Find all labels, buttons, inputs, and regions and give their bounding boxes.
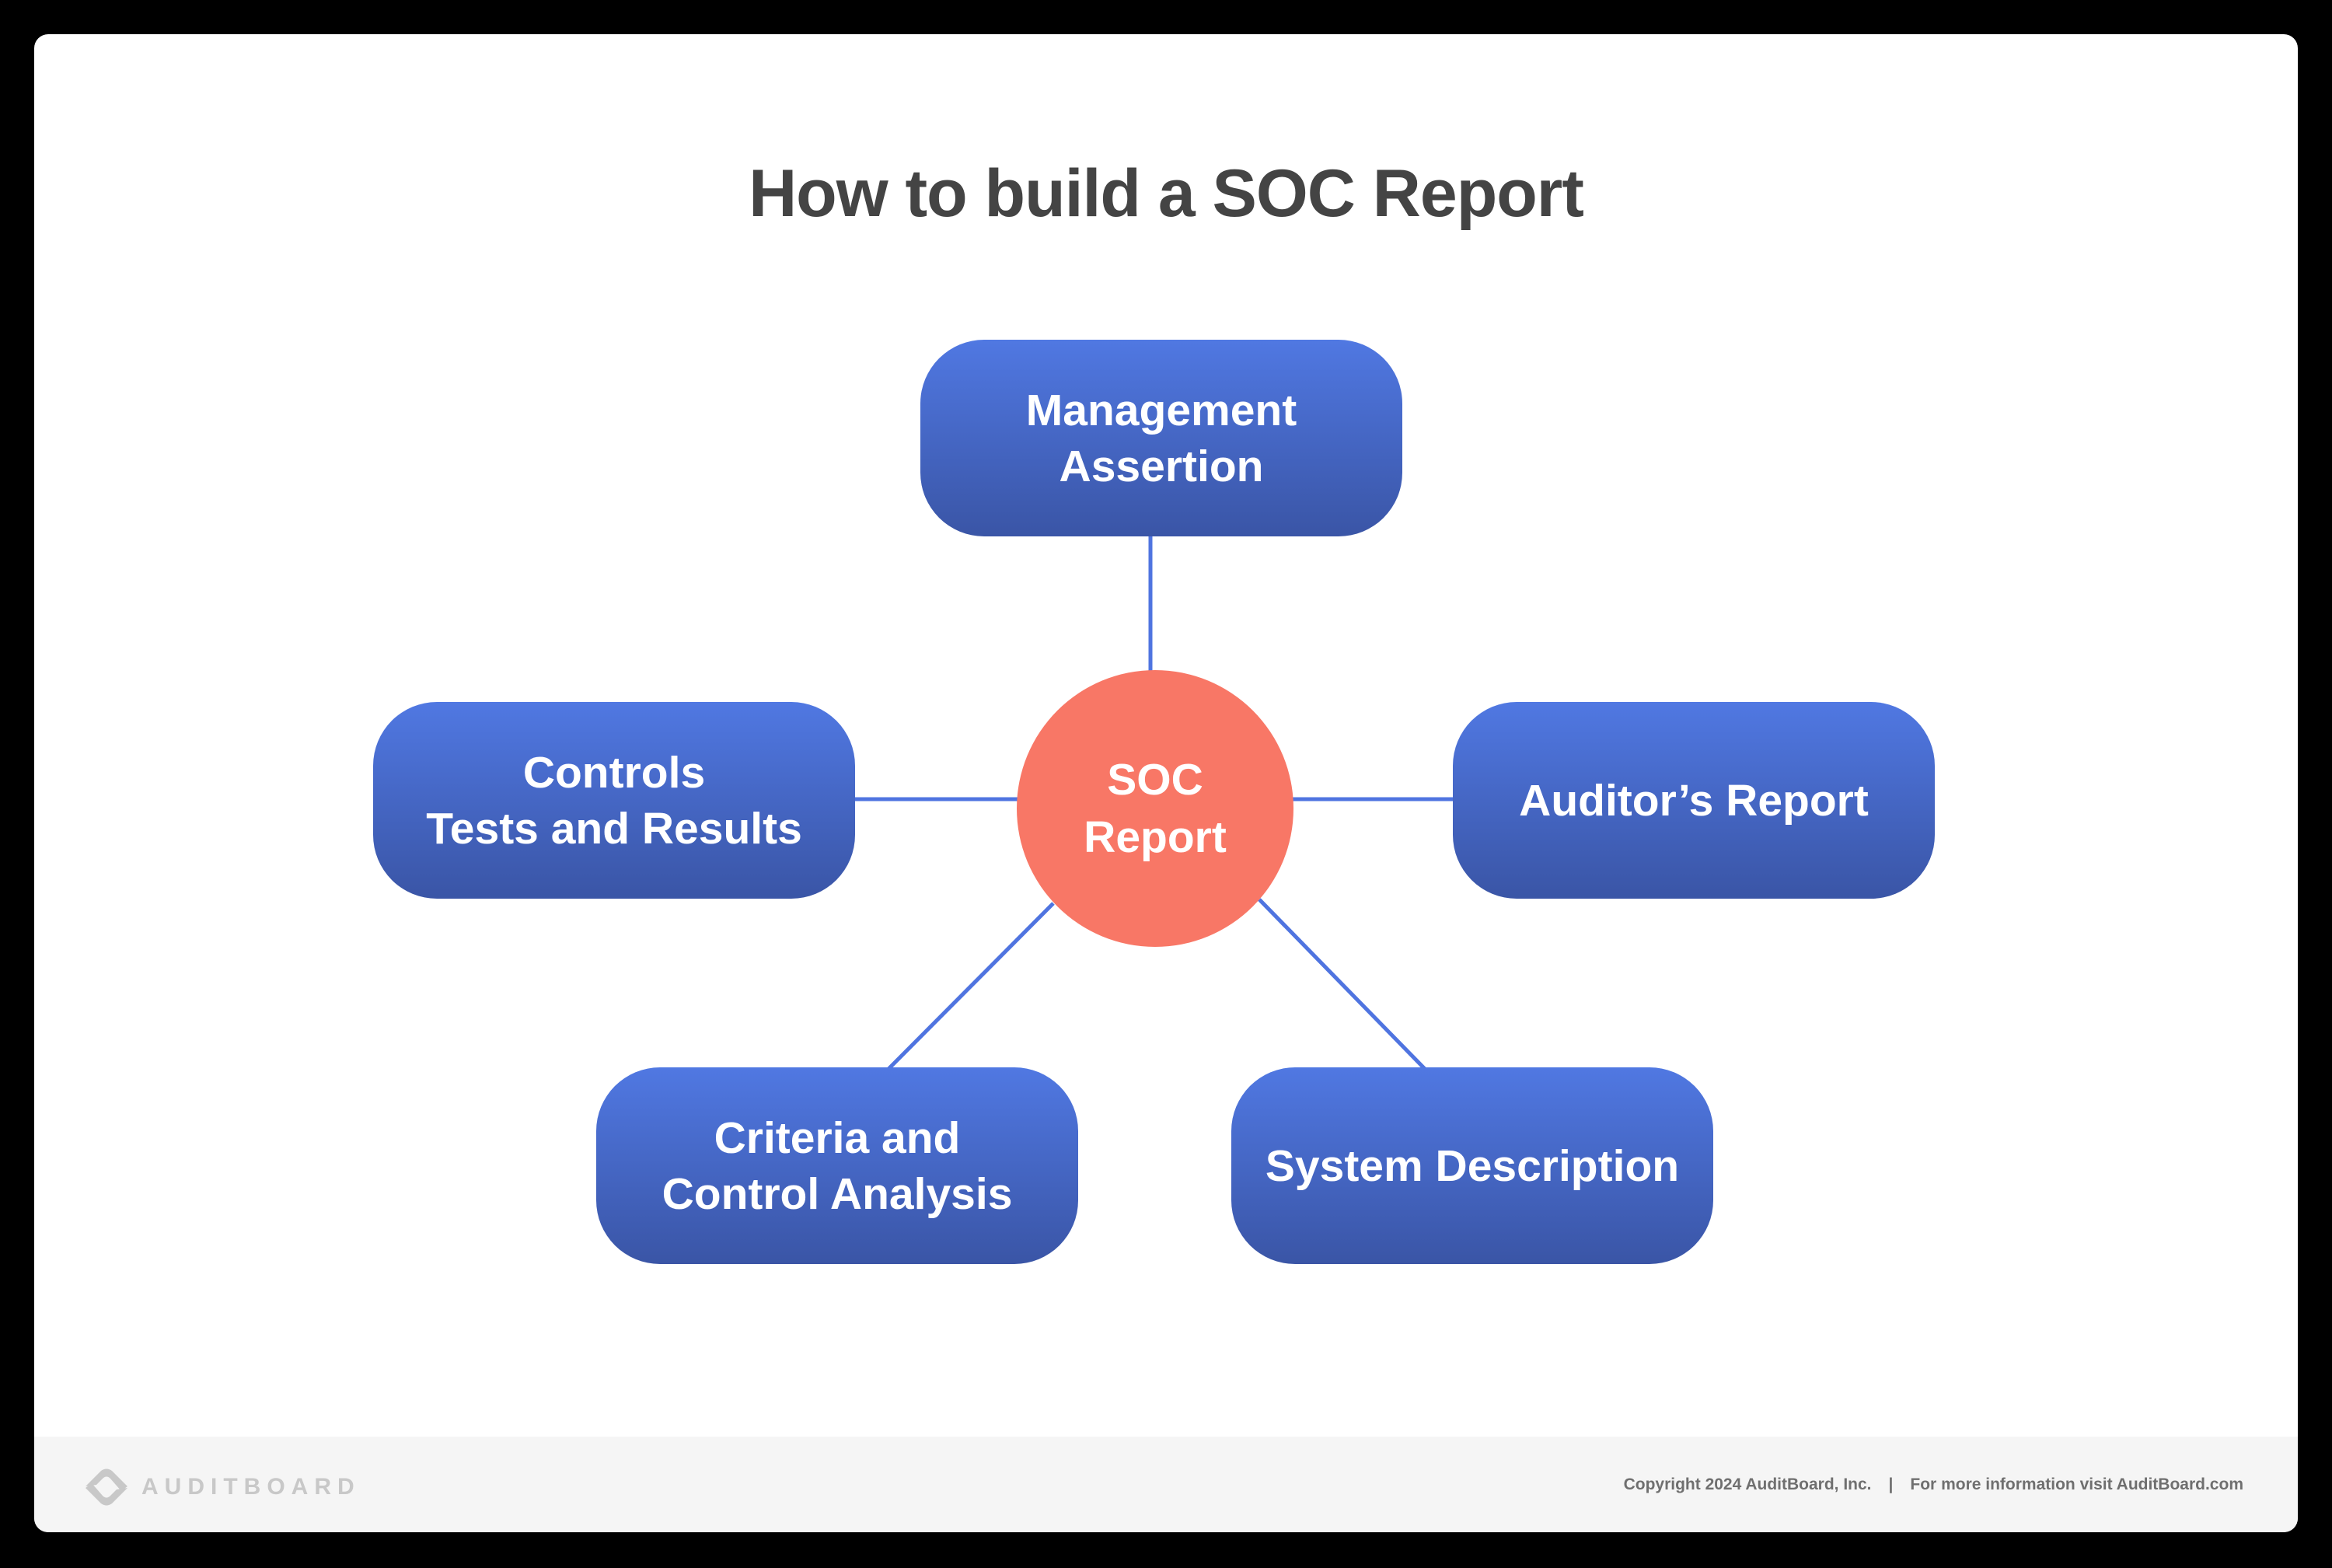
more-info-text: For more information visit AuditBoard.co…: [1910, 1475, 2243, 1493]
hub-soc-report: SOC Report: [1017, 670, 1293, 947]
node-label: Criteria and Control Analysis: [662, 1112, 1013, 1219]
page-title: How to build a SOC Report: [749, 156, 1584, 231]
connector-bottom-left: [887, 902, 1055, 1070]
node-auditors-report: Auditor’s Report: [1453, 702, 1935, 899]
node-label: System Description: [1265, 1140, 1680, 1191]
node-label: Controls Tests and Results: [426, 747, 802, 854]
node-label: Auditor’s Report: [1519, 775, 1869, 826]
connector-bottom-right: [1258, 898, 1426, 1070]
footer-copyright: Copyright 2024 AuditBoard, Inc. | For more…: [1624, 1475, 2243, 1494]
node-controls-tests-results: Controls Tests and Results: [373, 702, 855, 899]
node-system-description: System Description: [1231, 1067, 1713, 1264]
node-management-assertion: Management Assertion: [920, 340, 1402, 536]
footer: [34, 1437, 2298, 1532]
hub-label: SOC Report: [1084, 755, 1227, 862]
auditboard-logo: AUDITBOARD: [82, 1468, 361, 1507]
logo-text: AUDITBOARD: [141, 1474, 361, 1500]
copyright-text: Copyright 2024 AuditBoard, Inc.: [1623, 1475, 1872, 1493]
auditboard-logo-icon: [86, 1468, 127, 1506]
node-label: Management Assertion: [1025, 385, 1297, 491]
footer-separator: |: [1888, 1475, 1894, 1493]
node-criteria-control-analysis: Criteria and Control Analysis: [596, 1067, 1078, 1264]
